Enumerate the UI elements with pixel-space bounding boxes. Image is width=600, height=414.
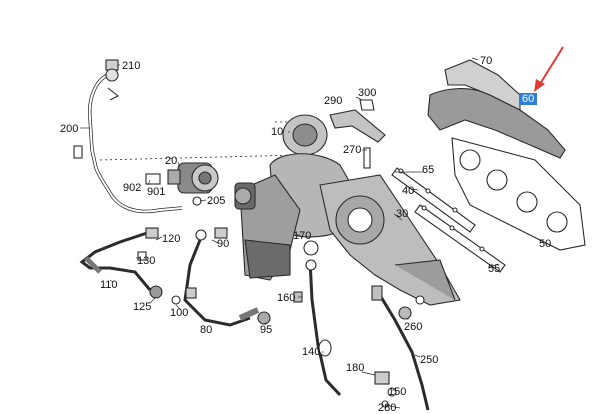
coolant-line-80 bbox=[183, 239, 251, 327]
callout-180[interactable]: 180 bbox=[346, 362, 365, 374]
callout-901[interactable]: 901 bbox=[147, 186, 166, 198]
callout-55[interactable]: 55 bbox=[488, 263, 501, 275]
manifold-gasket-50 bbox=[451, 137, 586, 251]
manifold-stud-strip-55 bbox=[414, 204, 506, 273]
callout-65[interactable]: 65 bbox=[422, 164, 435, 176]
callout-160[interactable]: 160 bbox=[277, 292, 296, 304]
oil-drain-tube-250 bbox=[376, 291, 430, 411]
callout-140[interactable]: 140 bbox=[302, 346, 321, 358]
callout-95[interactable]: 95 bbox=[260, 324, 273, 336]
oil-return-line-140 bbox=[308, 259, 342, 397]
callout-205[interactable]: 205 bbox=[207, 195, 226, 207]
coolant-line-110 bbox=[79, 230, 152, 291]
banjo-bolt-210 bbox=[105, 59, 120, 101]
callout-90[interactable]: 90 bbox=[217, 238, 230, 250]
selection-arrow bbox=[534, 46, 564, 92]
callout-40[interactable]: 40 bbox=[402, 185, 415, 197]
callout-50[interactable]: 50 bbox=[539, 238, 552, 250]
callout-80[interactable]: 80 bbox=[200, 324, 213, 336]
manifold-stud-strip-65 bbox=[391, 167, 476, 233]
callout-70[interactable]: 70 bbox=[480, 55, 493, 67]
callout-270[interactable]: 270 bbox=[343, 144, 362, 156]
callout-110[interactable]: 110 bbox=[100, 279, 118, 291]
callout-280[interactable]: 280 bbox=[378, 402, 397, 414]
exhaust-manifold-30 bbox=[319, 174, 461, 306]
wastegate-actuator-20 bbox=[167, 162, 219, 194]
callout-20[interactable]: 20 bbox=[165, 155, 178, 167]
callout-120[interactable]: 120 bbox=[162, 233, 181, 245]
callout-260[interactable]: 260 bbox=[404, 321, 423, 333]
callout-170[interactable]: 170 bbox=[293, 230, 312, 242]
callout-300[interactable]: 300 bbox=[358, 87, 377, 99]
bracket-290 bbox=[329, 109, 386, 143]
callout-250[interactable]: 250 bbox=[420, 354, 439, 366]
callout-100[interactable]: 100 bbox=[170, 307, 189, 319]
callout-290[interactable]: 290 bbox=[324, 95, 343, 107]
callout-10[interactable]: 10 bbox=[271, 126, 284, 138]
callout-125[interactable]: 125 bbox=[133, 301, 152, 313]
callout-60-selected[interactable]: 60 bbox=[519, 93, 538, 105]
callout-150[interactable]: 150 bbox=[388, 386, 407, 398]
callout-200[interactable]: 200 bbox=[60, 123, 79, 135]
connector-901 bbox=[145, 173, 161, 185]
heat-shield-60 bbox=[427, 59, 566, 159]
callout-30[interactable]: 30 bbox=[396, 208, 409, 220]
callout-210[interactable]: 210 bbox=[122, 60, 141, 72]
callout-130[interactable]: 130 bbox=[137, 255, 156, 267]
callout-902[interactable]: 902 bbox=[123, 182, 142, 194]
